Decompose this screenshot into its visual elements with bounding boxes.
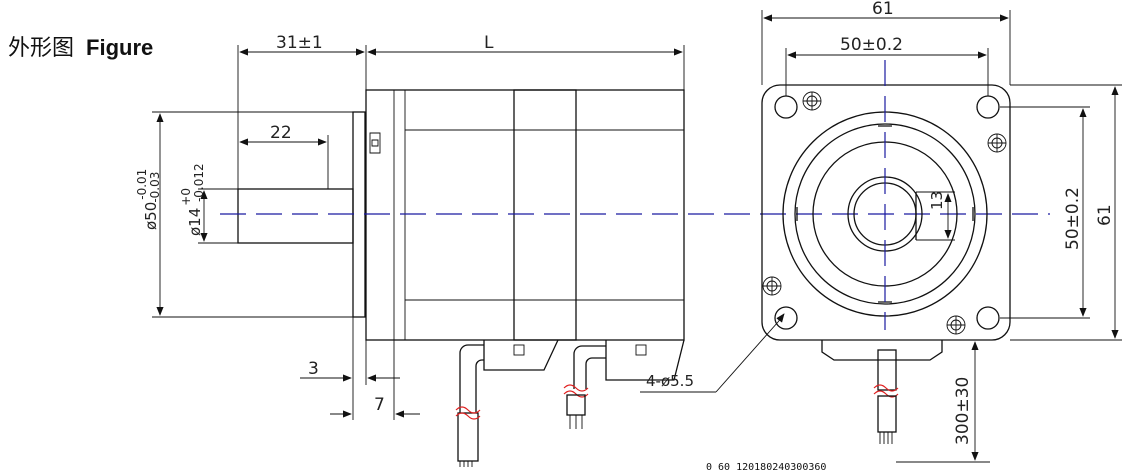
dim-shaft-tol: +0 <box>179 188 193 206</box>
dim-shaft-tol2: -0.012 <box>192 163 206 202</box>
front-view: 13 <box>761 60 1011 444</box>
side-view <box>237 89 685 467</box>
shaft-outline <box>237 188 354 244</box>
motor-body <box>365 89 685 341</box>
dim-flange-dia: ø50 <box>142 202 160 230</box>
dim-height-right: 61 <box>1095 204 1115 226</box>
dim-flat: 13 <box>928 191 946 210</box>
dim-flange-tol2: -0.03 <box>148 172 162 203</box>
title-en: Figure <box>86 35 154 60</box>
front-cable-exit <box>821 340 943 361</box>
mount-hole-br <box>976 306 1000 330</box>
dim-key-length: 22 <box>270 123 292 143</box>
dim-body-length: L <box>484 33 494 53</box>
dim-7: 7 <box>374 395 385 415</box>
dim-shaft-dia: ø14 <box>186 208 204 236</box>
svg-text:ø50-0.01-0.03: ø50 -0.01-0.03 <box>135 169 162 230</box>
front-square <box>761 84 1011 341</box>
front-dimensions: 61 50±0.2 50±0.2 61 4-ø5.5 300±30 0 60 1… <box>640 0 1122 473</box>
scale-text: 0 60 120180240300360 <box>706 462 826 473</box>
mount-hole-tl <box>774 95 798 119</box>
mount-hole-bl <box>774 306 798 330</box>
dim-holes: 4-ø5.5 <box>646 372 694 390</box>
dim-hole-pitch-v: 50±0.2 <box>1063 187 1083 250</box>
screw-marks <box>762 91 1007 335</box>
figure-title: 外形图 Figure <box>8 30 153 62</box>
svg-text:ø14+0-0.012: ø14 +0-0.012 <box>179 163 206 236</box>
cable-1 <box>459 344 484 413</box>
dim-flange-tol: -0.01 <box>135 169 149 200</box>
dim-width-top: 61 <box>872 0 894 19</box>
cable-2 <box>573 345 606 389</box>
connector-1 <box>483 339 559 371</box>
mount-hole-tr <box>976 95 1000 119</box>
connector-2 <box>605 339 685 381</box>
title-cn: 外形图 <box>8 36 75 61</box>
dim-cable-len: 300±30 <box>953 377 973 445</box>
dim-3: 3 <box>308 359 319 379</box>
side-dimensions: 31±1 L 22 ø50 -0.01-0.03 ø14 +0-0.012 3 7 <box>135 33 685 420</box>
dim-shaft-ext: 31±1 <box>276 33 323 53</box>
motor-middle-section <box>513 89 577 341</box>
dim-hole-pitch-h: 50±0.2 <box>840 35 903 55</box>
flange-outline <box>352 111 366 318</box>
